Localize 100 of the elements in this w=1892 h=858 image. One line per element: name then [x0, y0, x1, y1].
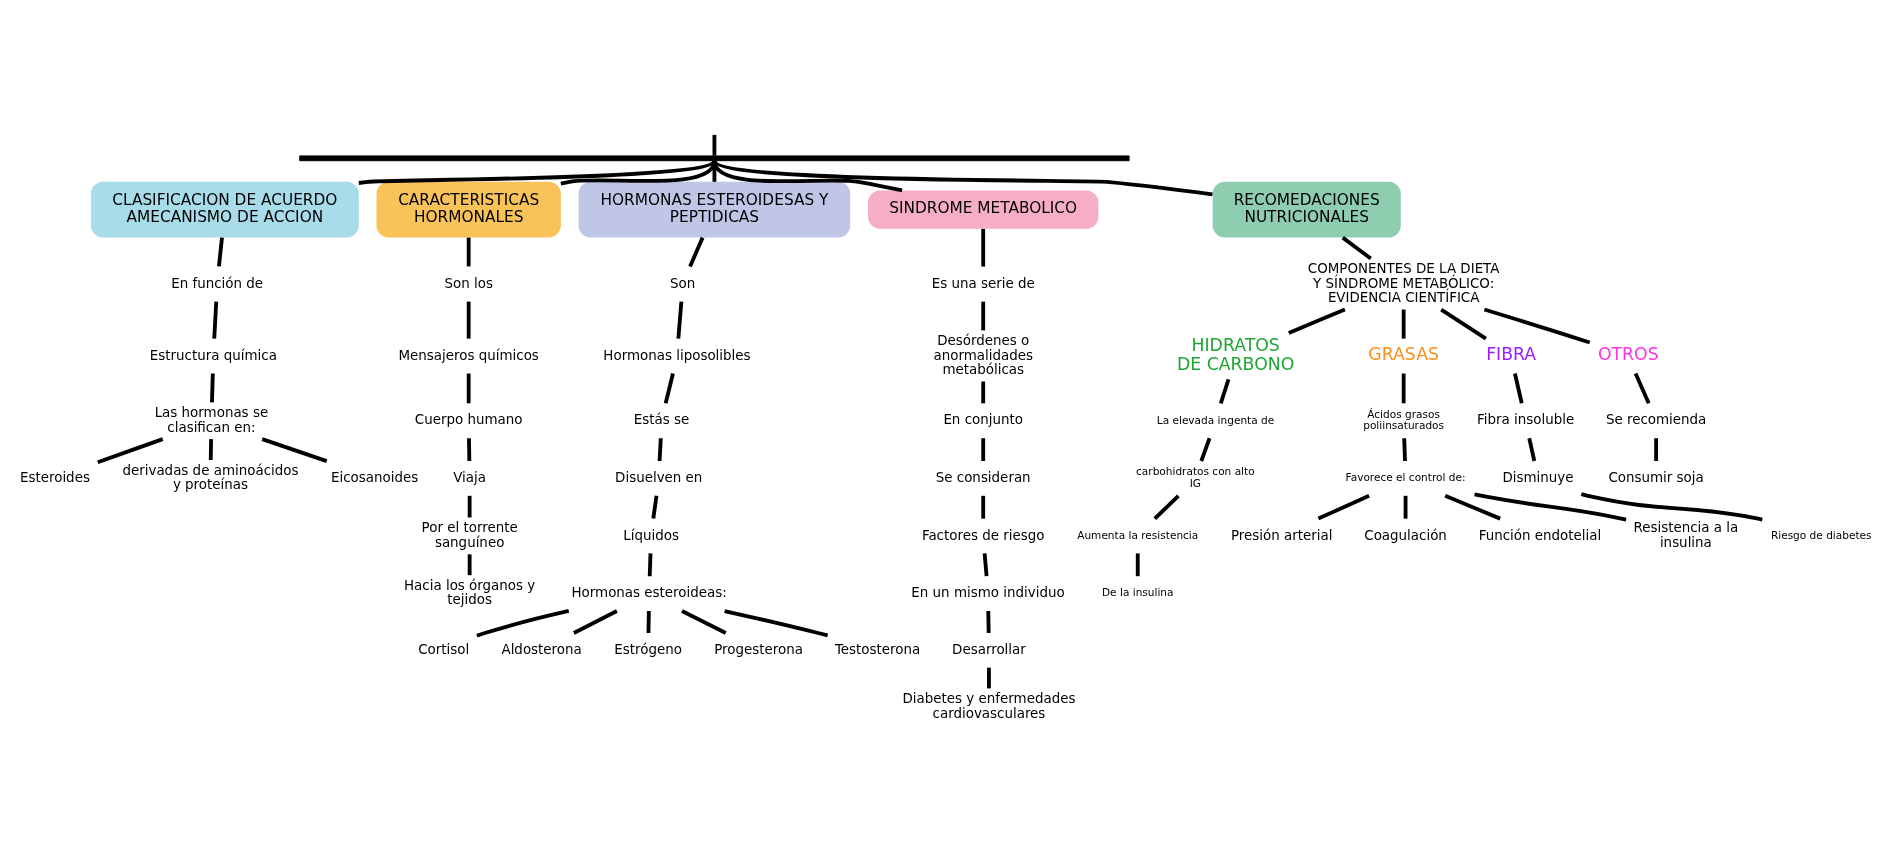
- node-text: Cortisol: [418, 641, 470, 657]
- connector: [1633, 372, 1651, 404]
- node-text: Esteroides: [19, 469, 90, 485]
- node-text: Son los: [444, 275, 493, 291]
- node-text: Se recomienda: [1605, 411, 1707, 427]
- connector: [261, 436, 328, 463]
- node-text: Riesgo de diabetes: [1770, 528, 1872, 541]
- connector: [466, 301, 471, 339]
- node-box: HORMONAS ESTEROIDESAS Y PEPTIDICAS: [578, 181, 851, 237]
- node-text: En conjunto: [943, 411, 1023, 427]
- node-text: Favorece el control de:: [1345, 470, 1466, 483]
- node-text: En función de: [171, 275, 264, 291]
- connector: [1403, 495, 1408, 519]
- node-text: Factores de riesgo: [921, 527, 1045, 543]
- connector: [560, 159, 717, 186]
- node-text: FIBRA: [1486, 343, 1537, 364]
- connector: [1440, 307, 1487, 340]
- node-box: SINDROME METABOLICO: [868, 190, 1099, 229]
- connector: [713, 158, 1213, 196]
- node-text: Resistencia a la insulina: [1633, 519, 1739, 550]
- connector: [688, 236, 705, 267]
- connector: [1153, 493, 1180, 520]
- connector: [982, 552, 989, 576]
- connector: [1401, 309, 1406, 339]
- node-text: OTROS: [1597, 343, 1659, 364]
- connector: [712, 160, 717, 182]
- connector: [981, 301, 986, 330]
- connector: [467, 553, 472, 575]
- node-text: COMPONENTES DE LA DIETA Y SÍNDROME METABÓLICO: EVIDENCIA CIENTÍFICA: [1307, 260, 1500, 305]
- connector: [1580, 491, 1763, 521]
- node-text: Aumenta la resistencia: [1077, 528, 1199, 541]
- node-text: Líquidos: [623, 527, 679, 543]
- node-text: Mensajeros químicos: [398, 347, 539, 363]
- connector: [663, 372, 675, 404]
- node-box: CARACTERISTICAS HORMONALES: [376, 181, 561, 237]
- node-text: Hormonas liposolibles: [603, 347, 751, 363]
- connector: [986, 610, 991, 633]
- connector: [1199, 437, 1212, 462]
- connector: [712, 134, 717, 156]
- node-text: carbohidratos con alto IG: [1136, 464, 1255, 489]
- node-text: Hormonas esteroideas:: [571, 584, 727, 600]
- connector: [657, 437, 663, 461]
- node-text: Disminuye: [1502, 469, 1574, 485]
- connector: [646, 610, 651, 633]
- node-text: Cuerpo humano: [414, 411, 523, 427]
- node-text: Estrógeno: [614, 641, 683, 657]
- node-text: Consumir soja: [1608, 469, 1704, 485]
- connector: [724, 608, 829, 637]
- connector: [467, 495, 472, 517]
- node-text: Función endotelial: [1478, 527, 1602, 543]
- node-text: Estás se: [633, 411, 690, 427]
- connector: [981, 495, 986, 519]
- node-text: En un mismo individuo: [911, 584, 1065, 600]
- node-text: Hacia los órganos y tejidos: [403, 577, 536, 607]
- node-bar: [299, 154, 1130, 161]
- connector: [208, 438, 214, 460]
- node-text: Diabetes y enfermedades cardiovasculares: [902, 690, 1076, 721]
- node-text: Se consideran: [935, 469, 1031, 485]
- connector: [651, 495, 659, 519]
- node-text: GRASAS: [1368, 343, 1439, 364]
- node-text: derivadas de aminoácidos y proteínas: [122, 462, 299, 492]
- node-text: Desórdenes o anormalidades metabólicas: [933, 332, 1033, 377]
- connector: [681, 608, 727, 635]
- node-text: Testosterona: [834, 641, 921, 657]
- connector: [573, 608, 618, 635]
- connector: [1483, 307, 1591, 344]
- connector: [97, 436, 164, 464]
- node-text: Desarrollar: [952, 641, 1026, 657]
- connector: [981, 437, 986, 461]
- connector: [1135, 552, 1140, 576]
- node-text: Aldosterona: [501, 641, 582, 657]
- node-text: Eicosanoides: [330, 469, 419, 485]
- connector: [1317, 493, 1370, 520]
- connector: [210, 373, 215, 402]
- connector: [1513, 372, 1524, 404]
- connector: [981, 381, 986, 403]
- connector: [1288, 307, 1346, 335]
- node-text: Disuelven en: [615, 469, 703, 485]
- connector: [467, 437, 472, 461]
- connector: [987, 667, 991, 688]
- connector: [1341, 235, 1372, 260]
- node-text: Por el torrente sanguíneo: [421, 519, 518, 550]
- connector: [466, 237, 471, 266]
- node-box: RECOMEDACIONES NUTRICIONALES: [1212, 181, 1401, 237]
- connector: [217, 236, 224, 267]
- connector: [1218, 378, 1231, 404]
- connector: [1654, 437, 1659, 461]
- connector: [1474, 492, 1627, 521]
- node-text: Presión arterial: [1230, 527, 1333, 543]
- connector: [676, 301, 684, 339]
- connector: [981, 228, 986, 267]
- node-text: Viaja: [453, 469, 487, 485]
- node-text: HIDRATOS DE CARBONO: [1177, 334, 1295, 374]
- node-text: Ácidos grasos poliinsaturados: [1363, 407, 1445, 431]
- connector: [1527, 437, 1537, 461]
- connector: [1402, 437, 1407, 461]
- connector: [212, 301, 219, 339]
- connector: [1444, 493, 1501, 520]
- node-text: Fibra insoluble: [1476, 411, 1575, 427]
- connector: [647, 552, 653, 576]
